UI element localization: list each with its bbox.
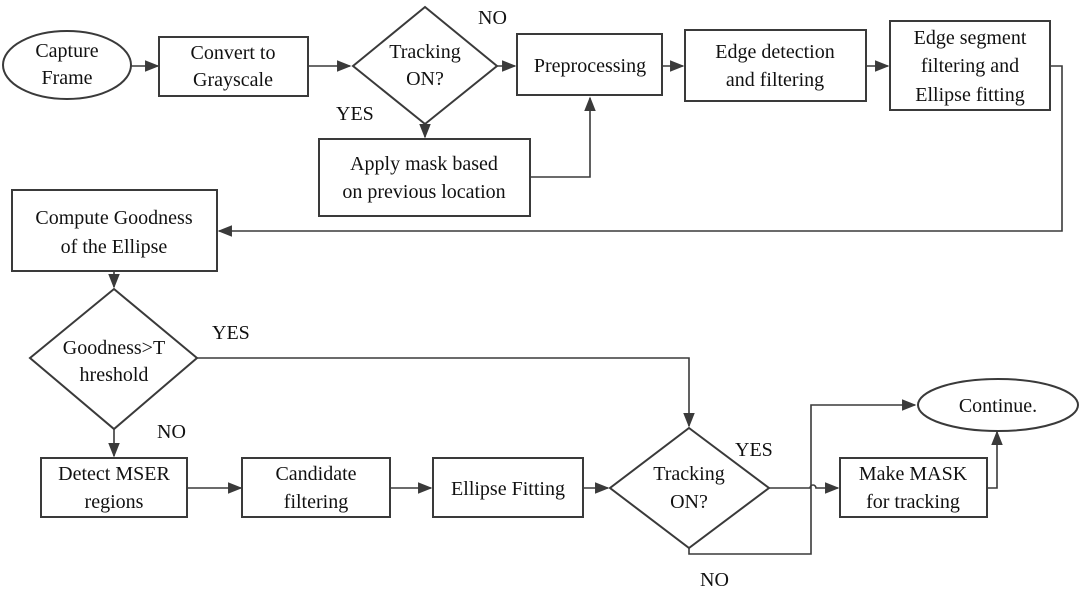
node-tracking-on-1-line1: Tracking: [389, 41, 460, 63]
node-edge-detection: Edge detection and filtering: [684, 29, 867, 102]
node-capture-frame: Capture Frame: [2, 30, 132, 100]
label-tracking2-no: NO: [700, 569, 729, 591]
edge-makemask-to-continue: [987, 430, 1003, 489]
edges: [108, 60, 1063, 555]
node-make-mask-line2: for tracking: [866, 491, 960, 513]
label-threshold-yes: YES: [212, 322, 250, 344]
node-tracking-on-2-line2: ON?: [670, 491, 708, 513]
label-tracking2-yes: YES: [735, 439, 773, 461]
node-goodness-threshold: Goodness>T hreshold: [28, 287, 199, 431]
node-preprocessing: Preprocessing: [516, 33, 663, 96]
edge-segment-to-goodness: [217, 65, 1063, 237]
node-tracking-on-1-line2: ON?: [406, 68, 444, 90]
node-candidate-filtering-line2: filtering: [284, 491, 348, 513]
node-continue: Continue.: [917, 378, 1079, 432]
label-threshold-no: NO: [157, 421, 186, 443]
edge-tracking2-to-makemask: [769, 482, 840, 494]
edge-tracking2-no-to-continue: [688, 399, 917, 555]
node-edge-segment-line3: Ellipse fitting: [915, 84, 1024, 106]
node-ellipse-fitting: Ellipse Fitting: [432, 457, 584, 518]
node-apply-mask-line2: on previous location: [342, 181, 505, 203]
node-apply-mask: Apply mask based on previous location: [318, 138, 531, 217]
node-detect-mser-line2: regions: [85, 491, 144, 513]
node-edge-detection-line2: and filtering: [726, 69, 824, 91]
node-compute-goodness-line1: Compute Goodness: [35, 207, 192, 229]
node-tracking-on-2-line1: Tracking: [653, 463, 724, 485]
node-convert-grayscale: Convert to Grayscale: [158, 36, 309, 97]
node-edge-segment-line1: Edge segment: [914, 27, 1027, 49]
node-compute-goodness: Compute Goodness of the Ellipse: [11, 189, 218, 272]
node-continue-line1: Continue.: [959, 395, 1037, 417]
edge-maskprev-to-pre: [530, 96, 596, 178]
node-candidate-filtering: Candidate filtering: [241, 457, 391, 518]
label-tracking1-yes: YES: [336, 103, 374, 125]
edge-labels: NO YES YES NO YES NO: [157, 7, 773, 591]
edge-threshold-to-tracking2: [197, 357, 695, 428]
node-capture-frame-line2: Frame: [41, 67, 92, 89]
label-tracking1-no: NO: [478, 7, 507, 29]
node-detect-mser-line1: Detect MSER: [58, 463, 170, 485]
node-apply-mask-line1: Apply mask based: [350, 153, 498, 175]
node-edge-segment-line2: filtering and: [921, 55, 1019, 77]
node-tracking-on-2: Tracking ON?: [608, 426, 771, 550]
node-ellipse-fitting-line1: Ellipse Fitting: [451, 478, 565, 500]
node-capture-frame-line1: Capture: [35, 40, 98, 62]
node-compute-goodness-line2: of the Ellipse: [61, 236, 168, 258]
node-convert-grayscale-line2: Grayscale: [193, 69, 273, 91]
node-candidate-filtering-line1: Candidate: [275, 463, 356, 485]
node-make-mask: Make MASK for tracking: [839, 457, 988, 518]
node-goodness-threshold-line2: hreshold: [80, 364, 149, 386]
node-preprocessing-line1: Preprocessing: [534, 55, 646, 77]
node-edge-segment: Edge segment filtering and Ellipse fitti…: [889, 20, 1051, 111]
node-goodness-threshold-line1: Goodness>T: [63, 337, 165, 359]
node-edge-detection-line1: Edge detection: [715, 41, 834, 63]
node-convert-grayscale-line1: Convert to: [191, 42, 276, 64]
node-detect-mser: Detect MSER regions: [40, 457, 188, 518]
node-make-mask-line1: Make MASK: [859, 463, 968, 485]
node-tracking-on-1: Tracking ON?: [351, 5, 499, 126]
